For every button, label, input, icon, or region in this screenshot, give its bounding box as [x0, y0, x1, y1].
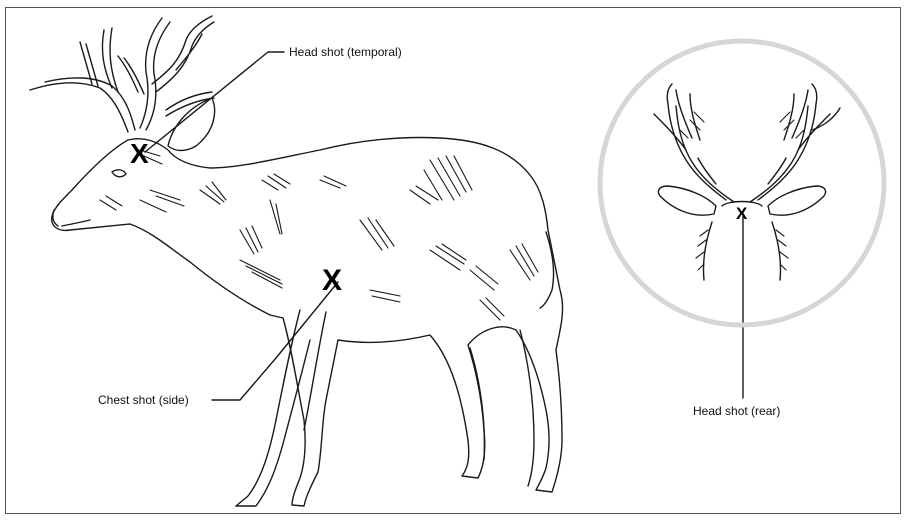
leader-lines [145, 52, 743, 400]
head-rear-marker: X [736, 205, 747, 222]
deer-rear-left-ear [658, 186, 716, 215]
deer-side-ear [168, 98, 215, 151]
chest-side-marker: X [322, 266, 342, 296]
head-temporal-marker: X [130, 140, 149, 168]
deer-rear-right-ear [768, 186, 826, 215]
label-chest-shot-side: Chest shot (side) [98, 393, 189, 407]
deer-rear-view [654, 84, 840, 280]
label-head-shot-rear: Head shot (rear) [693, 404, 780, 418]
deer-side-body-outline [52, 138, 563, 507]
label-head-shot-temporal: Head shot (temporal) [289, 45, 402, 59]
deer-side-view [30, 16, 563, 506]
rear-view-inset-circle [600, 41, 884, 325]
